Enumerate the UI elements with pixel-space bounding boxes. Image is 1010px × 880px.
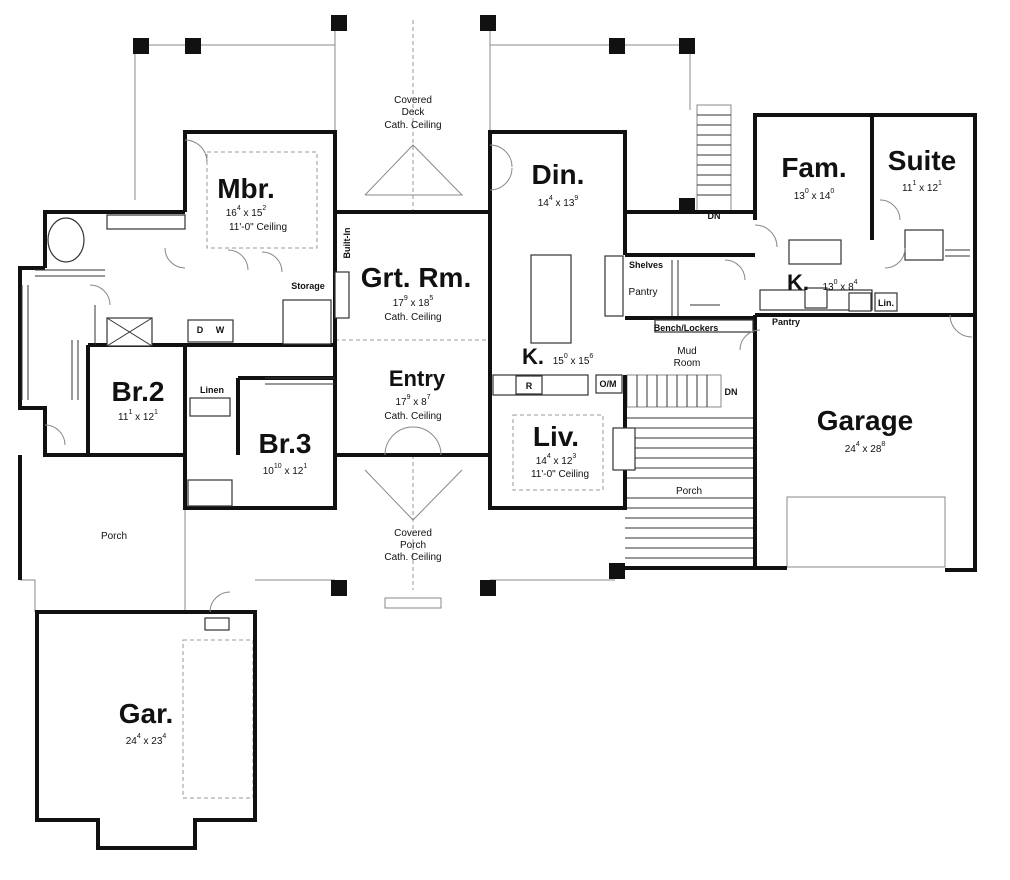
- suite-name: Suite: [888, 145, 956, 176]
- om-label: O/M: [600, 379, 617, 389]
- liv-name: Liv.: [533, 421, 579, 452]
- mud-room-label-2: Room: [674, 358, 701, 369]
- fam-dims: 130 x 140: [794, 188, 835, 202]
- mbr-dims: 164 x 152: [226, 205, 267, 219]
- stairs-mud: [626, 374, 722, 408]
- bench-lockers-label: Bench/Lockers: [654, 323, 719, 333]
- liv-dims: 144 x 123: [536, 453, 577, 467]
- room-labels: Covered Deck Cath. Ceiling Mbr. 164 x 15…: [101, 95, 956, 747]
- din-name: Din.: [532, 159, 585, 190]
- k-dims: 150 x 156: [553, 353, 594, 367]
- covered-porch-label-1: Covered: [394, 528, 432, 539]
- covered-deck-label-1: Covered: [394, 95, 432, 106]
- w-label: W: [216, 325, 225, 335]
- entry-name: Entry: [389, 366, 446, 391]
- entry-note: Cath. Ceiling: [384, 411, 441, 422]
- entry-dims: 179 x 87: [395, 394, 430, 408]
- posts: [133, 15, 695, 596]
- suite-dims: 111 x 121: [902, 180, 942, 194]
- garage-dims: 244 x 288: [845, 441, 886, 455]
- covered-porch-label-2: Porch: [400, 540, 426, 551]
- covered-deck-label-2: Deck: [402, 107, 426, 118]
- shelves-label: Shelves: [629, 260, 663, 270]
- door-swings: [44, 139, 973, 613]
- stairs-top: [696, 104, 732, 213]
- pantry2-label: Pantry: [772, 317, 800, 327]
- garage-name: Garage: [817, 405, 914, 436]
- fam-name: Fam.: [781, 152, 846, 183]
- thin-outlines: [20, 20, 946, 799]
- dn-label-1: DN: [708, 211, 721, 221]
- lin-label: Lin.: [878, 298, 894, 308]
- storage-label: Storage: [291, 281, 325, 291]
- grt-rm-name: Grt. Rm.: [361, 262, 471, 293]
- grt-rm-dims: 179 x 185: [393, 295, 434, 309]
- br3-dims: 1010 x 121: [263, 463, 308, 477]
- grt-rm-note: Cath. Ceiling: [384, 312, 441, 323]
- porch-left-label: Porch: [101, 531, 127, 542]
- din-dims: 144 x 139: [538, 195, 579, 209]
- mbr-name: Mbr.: [217, 173, 275, 204]
- porch-hatching: [625, 417, 755, 559]
- br3-name: Br.3: [259, 428, 312, 459]
- dn-label-2: DN: [725, 387, 738, 397]
- liv-note: 11'-0" Ceiling: [531, 469, 589, 480]
- k-name: K.: [522, 344, 544, 369]
- br2-dims: 111 x 121: [118, 409, 158, 423]
- mbr-note: 11'-0" Ceiling: [229, 222, 287, 233]
- gar-dims: 244 x 234: [126, 733, 167, 747]
- covered-porch-label-3: Cath. Ceiling: [384, 552, 441, 563]
- porch-right-label: Porch: [676, 486, 702, 497]
- closet-hatching: [21, 249, 970, 400]
- gar-name: Gar.: [119, 698, 173, 729]
- covered-deck-label-3: Cath. Ceiling: [384, 120, 441, 131]
- k2-dims: 130 x 84: [822, 279, 857, 293]
- r-label: R: [526, 381, 533, 391]
- mud-room-label-1: Mud: [677, 346, 696, 357]
- fixtures: [47, 214, 944, 631]
- k2-name: K.: [787, 270, 809, 295]
- br2-name: Br.2: [112, 376, 165, 407]
- d-label: D: [197, 325, 204, 335]
- pantry-label: Pantry: [629, 287, 658, 298]
- built-in-label: Built-In: [342, 228, 352, 259]
- linen-label: Linen: [200, 385, 224, 395]
